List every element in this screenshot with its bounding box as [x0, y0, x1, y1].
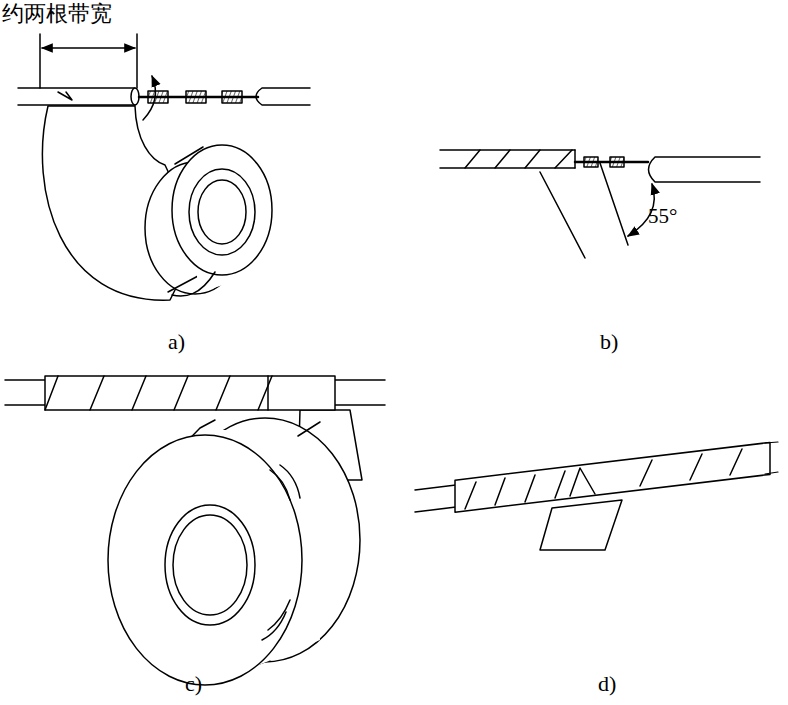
panel-label: d) — [598, 672, 616, 696]
panel-label: a) — [168, 330, 185, 354]
dimension-note: 约两根带宽 — [2, 2, 112, 26]
panel-label: c) — [185, 672, 202, 696]
panel-b — [440, 150, 760, 258]
panel-label: b) — [600, 330, 618, 354]
panel-a — [18, 34, 310, 300]
panel-c — [5, 376, 385, 690]
panel-d — [415, 442, 778, 550]
angle-label: 55° — [648, 205, 677, 228]
